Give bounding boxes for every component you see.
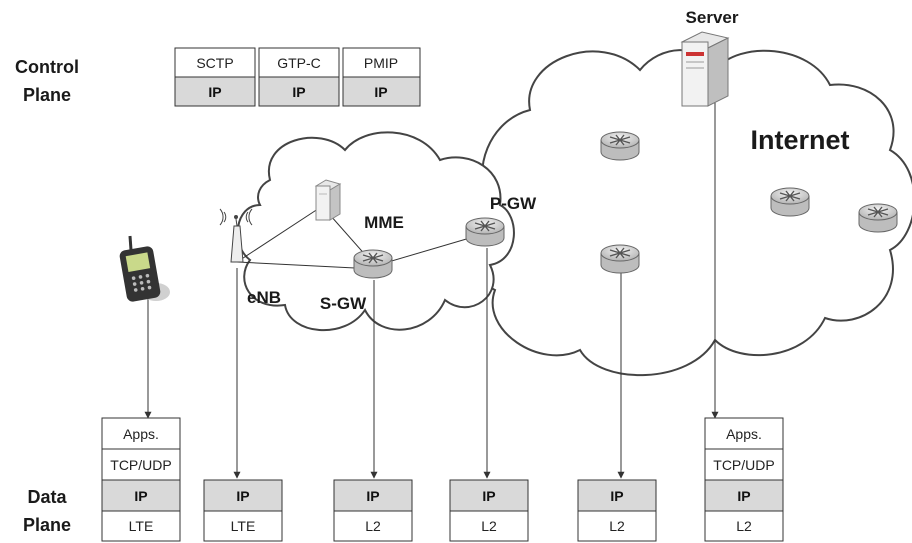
internet-label: Internet — [750, 125, 849, 155]
stack-cell: L2 — [365, 518, 381, 534]
stack-cell: TCP/UDP — [713, 457, 774, 473]
stack-cell-ip: IP — [236, 488, 249, 504]
stack-cell: TCP/UDP — [110, 457, 171, 473]
stack-cell-ip: IP — [374, 84, 387, 100]
stack-cell: Apps. — [123, 426, 159, 442]
internet-router-icon — [858, 203, 898, 233]
server-label: Server — [686, 8, 739, 27]
mme-server-icon — [314, 179, 342, 221]
pgw-router-icon — [465, 217, 505, 247]
control-stack-gtpc: GTP-C IP — [258, 47, 340, 107]
server-icon — [680, 31, 730, 107]
stack-cell-ip: IP — [134, 488, 147, 504]
stack-cell-ip: IP — [482, 488, 495, 504]
data-stack-enb: IP LTE — [203, 479, 283, 542]
stack-cell: L2 — [609, 518, 625, 534]
data-stack-pgw: IP L2 — [449, 479, 529, 542]
stack-cell-ip: IP — [737, 488, 750, 504]
stack-cell: L2 — [481, 518, 497, 534]
sgw-router-icon — [353, 249, 393, 279]
pgw-label: P-GW — [490, 194, 537, 213]
stack-cell-ip: IP — [366, 488, 379, 504]
vertical-arrows — [144, 100, 719, 479]
enb-label: eNB — [247, 288, 281, 307]
epc-cloud — [236, 131, 515, 331]
data-stack-ue: Apps. TCP/UDP IP LTE — [101, 417, 181, 542]
mobile-phone-icon — [119, 235, 170, 302]
sgw-label: S-GW — [320, 294, 367, 313]
stack-cell: L2 — [736, 518, 752, 534]
stack-cell: LTE — [129, 518, 154, 534]
data-stack-server: Apps. TCP/UDP IP L2 — [704, 417, 784, 542]
data-stack-router: IP L2 — [577, 479, 657, 542]
data-plane-label-1: Data — [27, 487, 67, 507]
stack-cell: LTE — [231, 518, 256, 534]
data-stack-sgw: IP L2 — [333, 479, 413, 542]
link-lines — [236, 204, 481, 269]
stack-cell-ip: IP — [292, 84, 305, 100]
control-plane-label-2: Plane — [23, 85, 71, 105]
stack-cell: PMIP — [364, 55, 398, 71]
mme-label: MME — [364, 213, 404, 232]
internet-router-icon — [770, 187, 810, 217]
control-stack-sctp: SCTP IP — [174, 47, 256, 107]
internet-router-icon — [600, 244, 640, 274]
internet-router-icon — [600, 131, 640, 161]
stack-cell-ip: IP — [610, 488, 623, 504]
stack-cell: GTP-C — [277, 55, 321, 71]
stack-cell: Apps. — [726, 426, 762, 442]
stack-cell: SCTP — [196, 55, 233, 71]
control-stack-pmip: PMIP IP — [342, 47, 421, 107]
control-plane-label-1: Control — [15, 57, 79, 77]
data-plane-label-2: Plane — [23, 515, 71, 535]
stack-cell-ip: IP — [208, 84, 221, 100]
enb-antenna-icon — [219, 208, 253, 263]
